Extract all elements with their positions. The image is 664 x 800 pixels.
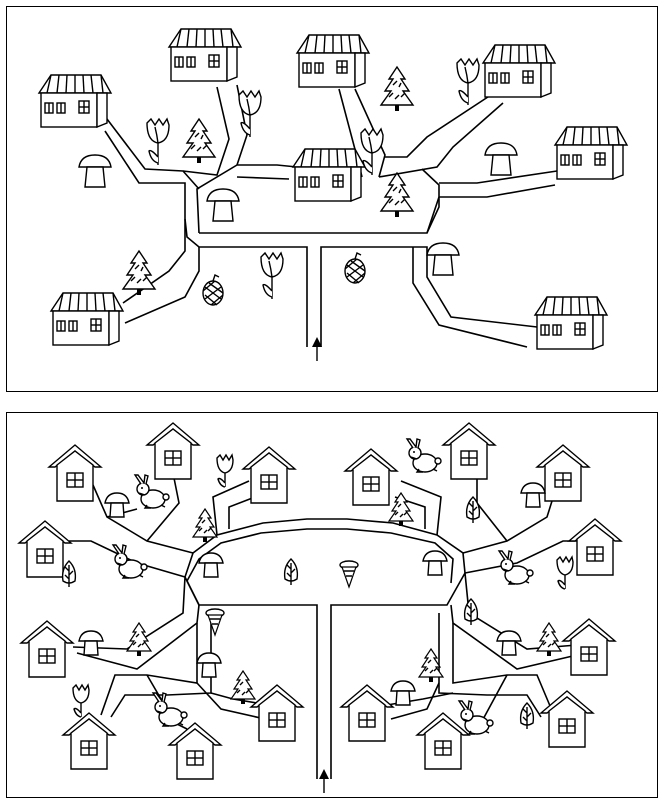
house-bottom-1: [48, 444, 102, 502]
fir-tree-icon: [126, 622, 152, 657]
house-bottom-14: [540, 690, 594, 748]
fir-tree-icon: [380, 66, 414, 112]
tulip-icon: [216, 454, 234, 488]
mushroom-icon: [520, 482, 546, 508]
maze-panel-top: [6, 6, 658, 392]
mushroom-icon: [104, 492, 130, 518]
fir-tree-icon: [536, 622, 562, 657]
tulip-icon: [72, 684, 90, 718]
house-bottom-3: [242, 446, 296, 504]
maze-bottom-roads: [69, 472, 587, 779]
house-bottom-10: [442, 422, 496, 480]
house-top-1: [38, 74, 112, 128]
fir-tree-icon: [182, 118, 216, 164]
house-bottom-8: [250, 684, 304, 742]
cone-icon: [202, 274, 224, 306]
small-tree-icon: [463, 598, 479, 626]
mushroom-icon: [78, 154, 112, 188]
fir-tree-icon: [192, 508, 218, 543]
house-bottom-9: [344, 448, 398, 506]
maze-bottom-drawing: [18, 422, 622, 793]
ice-cream-icon: [339, 560, 359, 588]
mushroom-icon: [78, 630, 104, 656]
house-bottom-15: [416, 712, 470, 770]
fir-tree-icon: [122, 250, 156, 296]
small-tree-icon: [519, 702, 535, 730]
house-bottom-2: [146, 422, 200, 480]
tulip-icon: [146, 118, 170, 166]
maze-panel-bottom: [6, 412, 658, 798]
house-top-2: [168, 28, 242, 82]
mushroom-icon: [196, 652, 222, 678]
house-bottom-13: [562, 618, 616, 676]
house-bottom-5: [20, 620, 74, 678]
mushroom-icon: [426, 242, 460, 276]
tulip-icon: [456, 58, 480, 106]
maze-top-drawing: [38, 28, 628, 361]
house-top-bottom-right: [534, 296, 608, 350]
house-bottom-4: [18, 520, 72, 578]
hare-icon: [134, 474, 170, 509]
fir-tree-icon: [230, 670, 256, 705]
maze-top-roads: [104, 84, 558, 348]
house-bottom-12: [568, 518, 622, 576]
tulip-icon: [360, 128, 384, 176]
house-top-bottom-left: [50, 292, 124, 346]
tulip-icon: [556, 556, 574, 590]
hare-icon: [152, 692, 188, 727]
house-top-right: [554, 126, 628, 180]
mushroom-icon: [422, 550, 448, 576]
house-bottom-7: [168, 722, 222, 780]
house-bottom-16: [340, 684, 394, 742]
hare-icon: [112, 544, 148, 579]
hare-icon: [406, 438, 442, 473]
fir-tree-icon: [380, 172, 414, 218]
fir-tree-icon: [388, 492, 414, 527]
house-top-3: [296, 34, 370, 88]
hare-icon: [458, 700, 494, 735]
start-arrow-icon: [312, 337, 322, 361]
mushroom-icon: [198, 552, 224, 578]
start-arrow-icon: [319, 769, 329, 793]
cone-icon: [344, 252, 366, 284]
ice-cream-icon: [205, 608, 225, 636]
tulip-icon: [260, 252, 284, 300]
house-top-4: [482, 44, 556, 98]
hare-icon: [498, 550, 534, 585]
small-tree-icon: [283, 558, 299, 586]
house-bottom-6: [62, 712, 116, 770]
small-tree-icon: [61, 560, 77, 588]
mushroom-icon: [484, 142, 518, 176]
house-top-center: [292, 148, 366, 202]
mushroom-icon: [206, 188, 240, 222]
